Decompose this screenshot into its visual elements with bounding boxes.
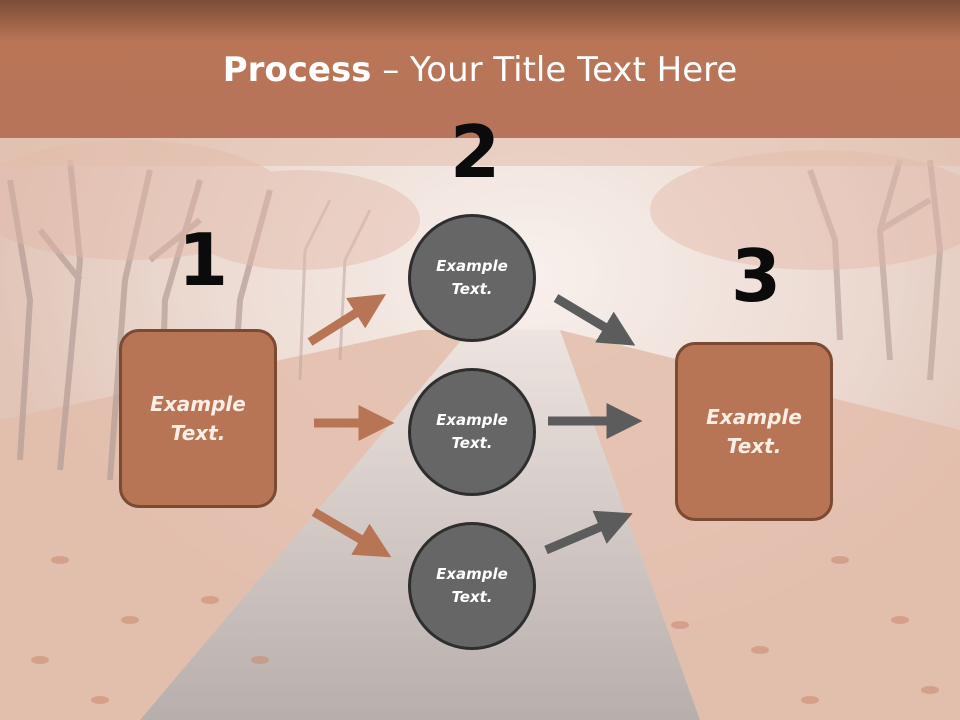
circle-bottom-text: Example Text.: [436, 565, 508, 606]
title-rest: – Your Title Text Here: [371, 50, 738, 90]
step-number-1: 1: [178, 218, 229, 302]
circle-top-text: Example Text.: [436, 257, 508, 298]
step-3-text: Example Text.: [706, 404, 802, 458]
circle-middle-text: Example Text.: [436, 411, 508, 452]
step-2-circle-middle[interactable]: Example Text.: [408, 368, 536, 496]
arrow-left-up: [307, 293, 387, 346]
arrow-right-down: [544, 510, 633, 555]
step-3-box[interactable]: Example Text.: [675, 342, 833, 521]
step-number-2: 2: [450, 110, 501, 194]
title-bold: Process: [222, 50, 372, 90]
step-1-box[interactable]: Example Text.: [119, 329, 277, 508]
step-2-circle-top[interactable]: Example Text.: [408, 214, 536, 342]
step-1-text: Example Text.: [150, 391, 246, 445]
step-number-3: 3: [731, 234, 782, 318]
step-2-circle-bottom[interactable]: Example Text.: [408, 522, 536, 650]
arrow-right-up: [553, 294, 636, 346]
slide-title[interactable]: Process – Your Title Text Here: [0, 50, 960, 90]
title-bar: [0, 0, 960, 138]
title-bar-fade: [0, 138, 960, 166]
arrow-left-down: [311, 508, 392, 558]
